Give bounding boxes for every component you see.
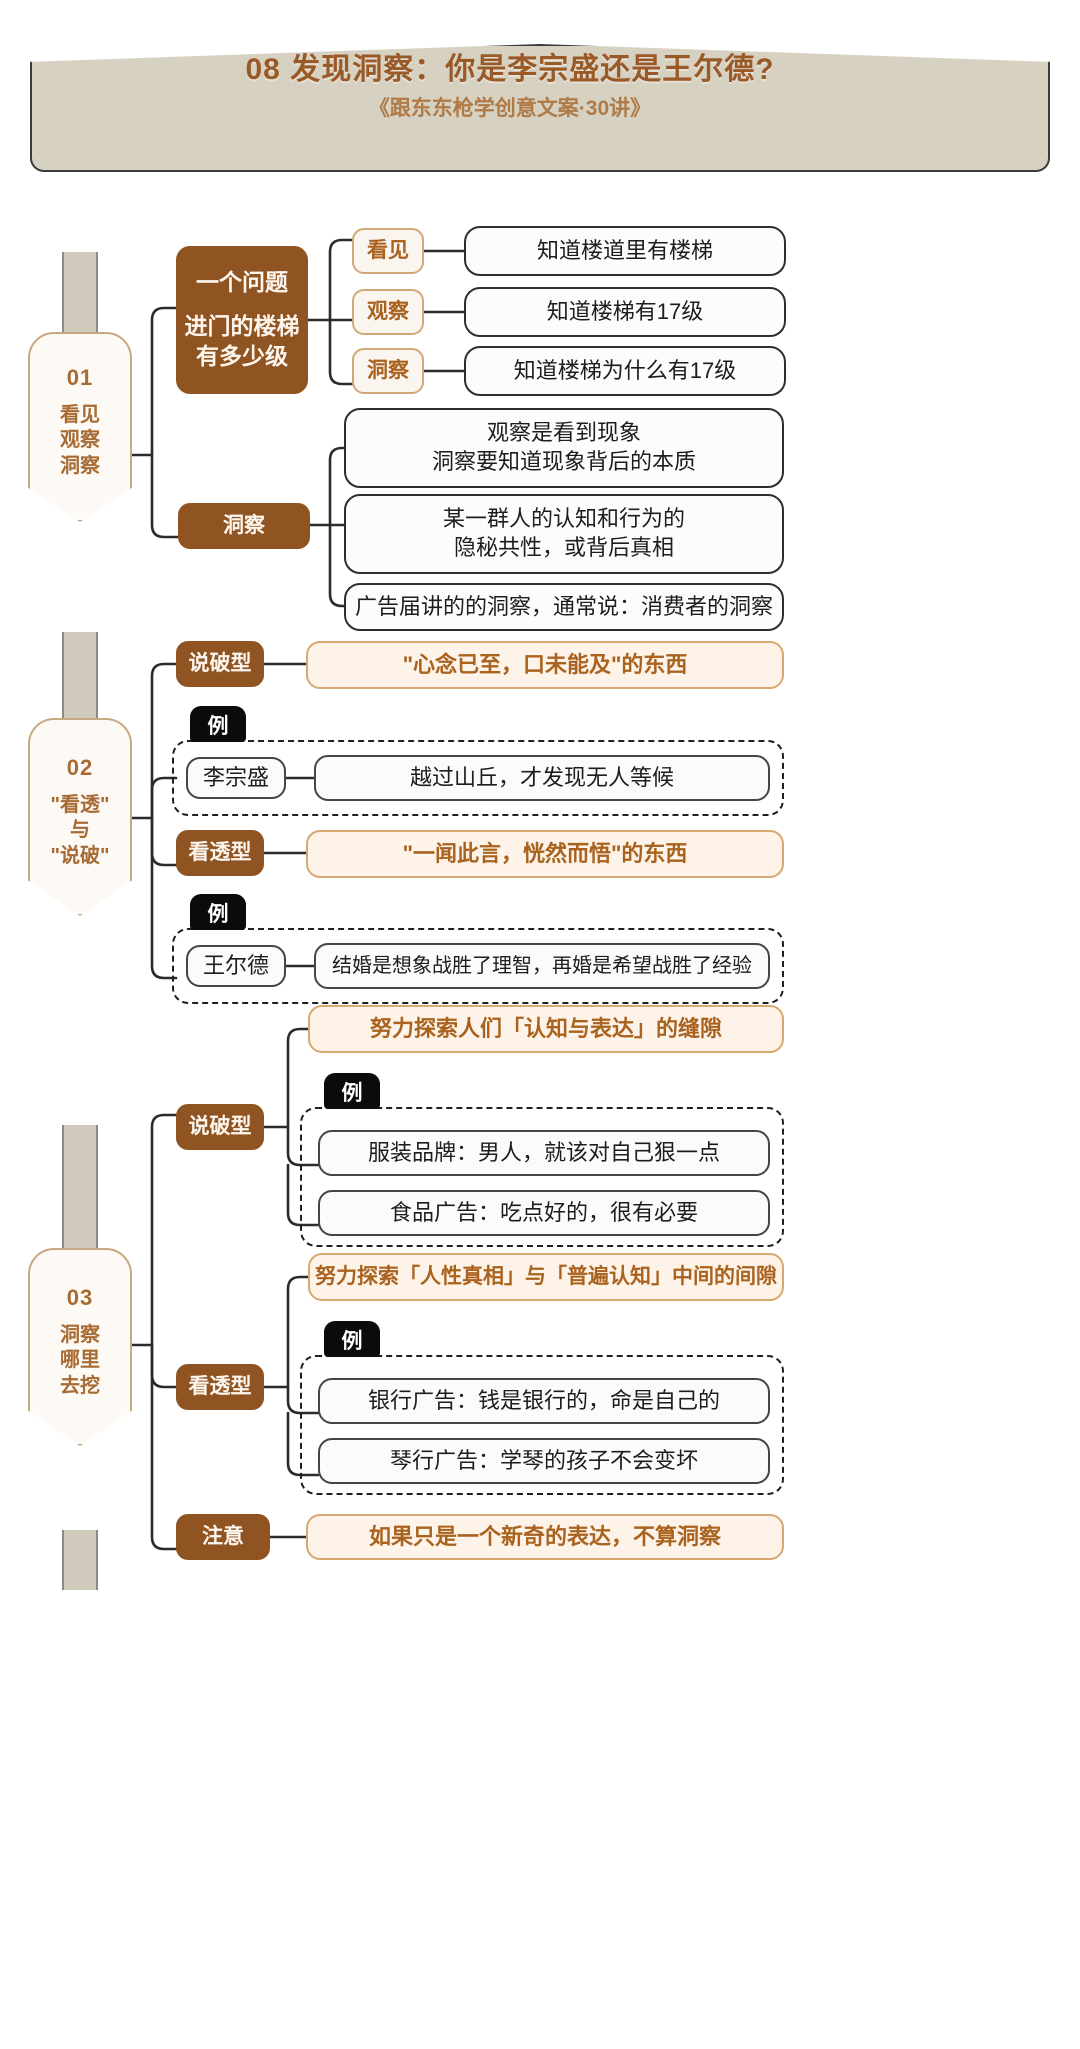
statement-kantou-2[interactable]: "一闻此言，恍然而悟"的东西 [306,830,784,878]
question-node-line2: 进门的楼梯 有多少级 [184,313,300,369]
step-card-observe[interactable]: 知道楼梯有17级 [464,287,786,337]
insight-card-2[interactable]: 某一群人的认知和行为的 隐秘共性，或背后真相 [344,494,784,574]
note-statement[interactable]: 如果只是一个新奇的表达，不算洞察 [306,1514,784,1560]
example-item-3-1[interactable]: 服装品牌：男人，就该对自己狠一点 [318,1130,770,1176]
step-chip-insight[interactable]: 洞察 [352,348,424,394]
example-tag-3: 例 [324,1073,380,1109]
insight-card-3[interactable]: 广告届讲的的洞察，通常说：消费者的洞察 [344,583,784,631]
example-group-1 [172,740,784,816]
type-node-kantou-3[interactable]: 看透型 [176,1364,264,1410]
example-tag-4: 例 [324,1321,380,1357]
step-card-insight[interactable]: 知道楼梯为什么有17级 [464,346,786,396]
type-node-shuopo-3[interactable]: 说破型 [176,1104,264,1150]
statement-shuopo-2[interactable]: "心念已至，口未能及"的东西 [306,641,784,689]
stage-node-02[interactable]: 02 "看透" 与 "说破" [28,718,132,916]
step-card-see[interactable]: 知道楼道里有楼梯 [464,226,786,276]
header-banner [30,44,1050,172]
example-group-2 [172,928,784,1004]
statement-kantou-3[interactable]: 努力探索「人性真相」与「普遍认知」中间的间隙 [308,1253,784,1301]
statement-shuopo-3[interactable]: 努力探索人们「认知与表达」的缝隙 [308,1005,784,1053]
example-text-lizongsheng[interactable]: 越过山丘，才发现无人等候 [314,755,770,801]
example-name-lizongsheng[interactable]: 李宗盛 [186,757,286,799]
stage-node-01[interactable]: 01 看见 观察 洞察 [28,332,132,522]
example-group-4 [300,1355,784,1495]
example-item-4-2[interactable]: 琴行广告：学琴的孩子不会变坏 [318,1438,770,1484]
stage-label: 看见 观察 洞察 [60,403,100,477]
question-node-line1: 一个问题 [196,269,288,296]
step-chip-observe[interactable]: 观察 [352,289,424,335]
page-subtitle: 《跟东东枪学创意文案·30讲》 [368,97,652,120]
stage-number: 03 [66,1284,94,1310]
example-tag-1: 例 [190,706,246,742]
insight-node[interactable]: 洞察 [178,503,310,549]
example-text-wangerde[interactable]: 结婚是想象战胜了理智，再婚是希望战胜了经验 [314,943,770,989]
stage-node-03[interactable]: 03 洞察 哪里 去挖 [28,1248,132,1446]
question-node[interactable]: 一个问题 进门的楼梯 有多少级 [176,246,308,394]
stage-spine-tail [62,1530,98,1590]
stage-label: 洞察 哪里 去挖 [60,1323,100,1397]
note-node[interactable]: 注意 [176,1514,270,1560]
page-title: 08 发现洞察：你是李宗盛还是王尔德? [245,53,775,86]
stage-label: "看透" 与 "说破" [50,793,110,867]
step-chip-see[interactable]: 看见 [352,228,424,274]
example-group-3 [300,1107,784,1247]
type-node-kantou-2[interactable]: 看透型 [176,830,264,876]
insight-card-1[interactable]: 观察是看到现象 洞察要知道现象背后的本质 [344,408,784,488]
example-item-3-2[interactable]: 食品广告：吃点好的，很有必要 [318,1190,770,1236]
type-node-shuopo-2[interactable]: 说破型 [176,641,264,687]
example-tag-2: 例 [190,894,246,930]
example-item-4-1[interactable]: 银行广告：钱是银行的，命是自己的 [318,1378,770,1424]
stage-number: 02 [66,754,94,780]
stage-number: 01 [66,364,94,390]
example-name-wangerde[interactable]: 王尔德 [186,945,286,987]
